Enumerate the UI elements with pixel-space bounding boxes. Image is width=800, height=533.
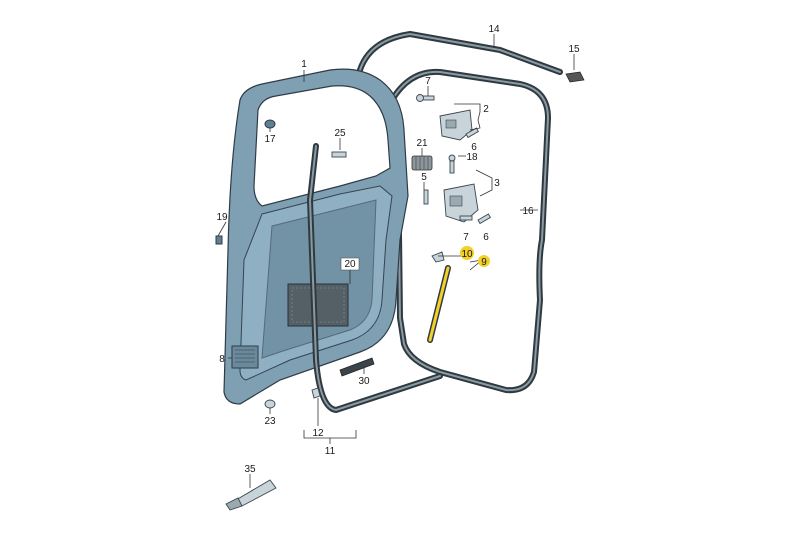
label-9: 9 bbox=[481, 257, 487, 268]
label-15: 15 bbox=[568, 44, 580, 55]
label-11: 11 bbox=[325, 446, 336, 457]
roof-seal-14 bbox=[357, 31, 563, 75]
label-17: 17 bbox=[264, 134, 276, 145]
label-35: 35 bbox=[244, 464, 256, 475]
clip-15 bbox=[565, 71, 585, 83]
label-23: 23 bbox=[264, 416, 276, 427]
label-5: 5 bbox=[421, 172, 427, 183]
door-check-21 bbox=[411, 155, 433, 171]
label-2: 2 bbox=[483, 104, 489, 115]
clip-10 bbox=[431, 251, 445, 263]
label-14: 14 bbox=[488, 24, 500, 35]
bolt-18 bbox=[448, 154, 456, 174]
bolt-6-lower bbox=[477, 213, 492, 225]
bolt-7-lower bbox=[459, 215, 473, 221]
label-7-lower: 7 bbox=[463, 232, 469, 243]
leader-lines bbox=[217, 34, 575, 488]
label-10: 10 bbox=[461, 249, 473, 260]
label-18: 18 bbox=[466, 152, 478, 163]
bolt-5 bbox=[423, 189, 429, 205]
label-3: 3 bbox=[494, 178, 500, 189]
label-21: 21 bbox=[416, 138, 428, 149]
bolt-7-upper bbox=[416, 94, 435, 102]
sealant-tube-35 bbox=[225, 479, 277, 511]
plug-23 bbox=[264, 399, 276, 409]
label-12: 12 bbox=[312, 428, 324, 439]
bolt-6-upper bbox=[465, 127, 480, 139]
door-hinge-upper-2 bbox=[439, 109, 473, 141]
label-6-lower: 6 bbox=[483, 232, 489, 243]
label-6-upper: 6 bbox=[471, 142, 477, 153]
bolt-25 bbox=[331, 151, 347, 158]
door-hinge-lower-3 bbox=[443, 183, 479, 223]
callout-highlight-9 bbox=[478, 255, 490, 267]
clip-12 bbox=[311, 387, 321, 399]
door-seal-16 bbox=[389, 68, 551, 394]
label-19: 19 bbox=[216, 212, 228, 223]
plug-19 bbox=[215, 235, 223, 245]
insulation-mat-20 bbox=[287, 283, 349, 327]
label-20-box: 20 bbox=[340, 257, 360, 271]
label-1: 1 bbox=[301, 59, 307, 70]
seal-strip-9 bbox=[427, 265, 451, 343]
label-20: 20 bbox=[344, 259, 356, 270]
callout-highlight-10 bbox=[460, 246, 474, 260]
label-25: 25 bbox=[334, 128, 346, 139]
label-16: 16 bbox=[522, 206, 534, 217]
label-30: 30 bbox=[358, 376, 370, 387]
label-8: 8 bbox=[219, 354, 225, 365]
trim-strip-30 bbox=[339, 357, 375, 377]
label-7-upper: 7 bbox=[425, 76, 431, 87]
window-guide-seal-11 bbox=[307, 143, 443, 413]
plug-17 bbox=[264, 119, 276, 129]
